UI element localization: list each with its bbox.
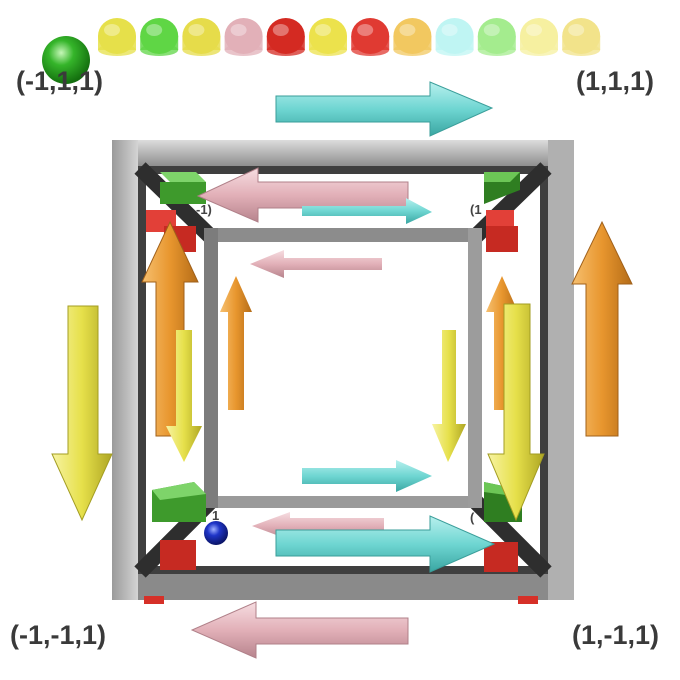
inner-label-bottom-left: 1 <box>212 508 220 523</box>
inner-label-right: (1 <box>470 202 482 217</box>
red-dot[interactable] <box>351 18 390 56</box>
pink-dot[interactable] <box>224 18 263 56</box>
cyan-arrow-upper-right-small <box>302 198 432 224</box>
green-dot[interactable] <box>140 18 179 56</box>
corner-label-bottom-left: (-1,-1,1) <box>10 620 107 650</box>
pale-yellow-dot[interactable] <box>562 18 601 56</box>
orange-arrow-right-outer-up <box>571 220 633 437</box>
yellow-arrow-left-outer-down <box>51 305 113 522</box>
yellow-arrow-left-inner-down <box>166 330 202 462</box>
pink-arrow-bottom-left <box>190 601 409 659</box>
light-cyan-dot[interactable] <box>435 18 474 56</box>
cyan-arrow-inner-bottom <box>302 460 432 492</box>
yellow-dot[interactable] <box>98 18 136 56</box>
green-ball[interactable] <box>42 36 90 84</box>
pink-arrow-inner-top <box>250 250 382 278</box>
color-palette <box>98 18 601 56</box>
corner-label-top-left: (-1,1,1) <box>16 66 104 96</box>
light-orange-dot[interactable] <box>393 18 432 56</box>
inner-label-left: -1) <box>196 202 212 217</box>
yellow-dot[interactable] <box>182 18 221 56</box>
yellow-dot[interactable] <box>309 18 347 56</box>
outer-frame <box>112 140 574 600</box>
blue-ball[interactable] <box>204 521 228 545</box>
red-dot[interactable] <box>266 18 305 56</box>
corner-label-top-right: (1,1,1) <box>576 66 655 96</box>
light-green-dot[interactable] <box>477 18 516 56</box>
cyan-arrow-top-right <box>275 81 494 137</box>
orange-arrow-inner-left-up <box>220 276 252 410</box>
inner-label-bottom-right: ( <box>470 510 475 525</box>
yellow-arrow-inner-right-down <box>432 330 466 462</box>
cyan-arrow-lower-right <box>275 515 496 573</box>
yellow-arrow-right-down <box>487 303 545 522</box>
pale-yellow-dot[interactable] <box>520 18 558 56</box>
corner-label-bottom-right: (1,-1,1) <box>572 620 660 650</box>
inner-frame <box>204 228 482 508</box>
